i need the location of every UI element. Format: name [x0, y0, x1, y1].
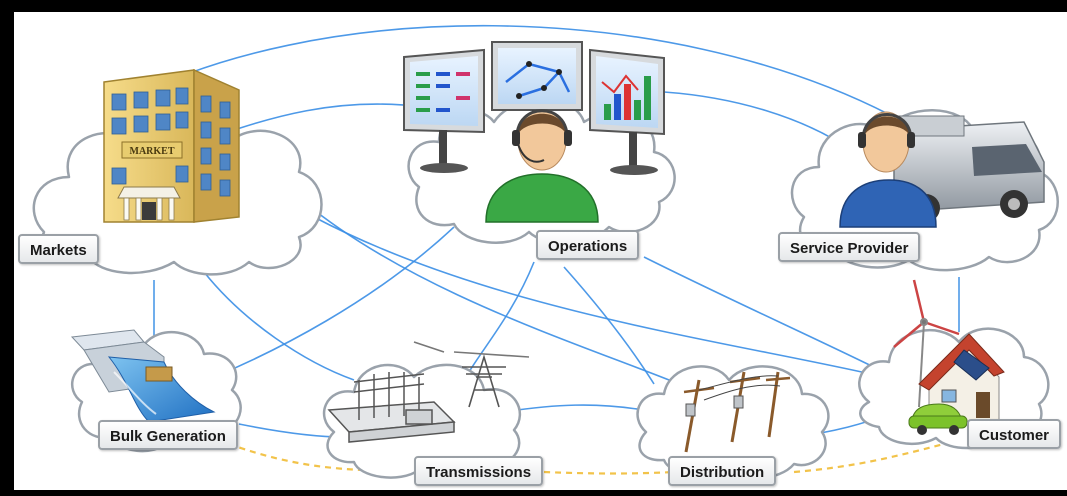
link-markets-transmissions: [203, 271, 355, 381]
wind-turbine-icon: [893, 279, 960, 408]
connection-lines: [113, 24, 960, 438]
link-markets-distribution: [303, 201, 675, 383]
link-operations-transmissions: [468, 261, 535, 373]
link-operations-customer: [643, 256, 895, 378]
link-operations-distribution: [563, 266, 655, 385]
link-operations-bulk: [213, 226, 455, 378]
hydro-dam-icon: [70, 329, 216, 423]
service-provider-label: Service Provider: [778, 232, 921, 262]
markets-building-icon: MARKET: [103, 68, 240, 223]
pole-transformers-icon: [685, 395, 744, 417]
operator-person-icon: [485, 109, 599, 223]
smart-grid-diagram: MARKET: [32, 24, 1059, 481]
dashed-distribution-customer: [793, 442, 945, 474]
electric-car-icon: [908, 403, 968, 435]
operations-label: Operations: [536, 230, 640, 260]
link-markets-customer: [313, 216, 885, 378]
dashed-links: [228, 442, 945, 475]
link-markets-service: [113, 24, 895, 118]
market-sign-text: MARKET: [130, 146, 175, 157]
dashed-transmissions-distribution: [543, 470, 675, 475]
dashed-bulk-transmissions: [228, 442, 415, 472]
service-technician-icon: [839, 111, 937, 228]
transmissions-label: Transmissions: [414, 456, 544, 486]
customer-house-icon: [918, 333, 1005, 425]
customer-label: Customer: [967, 419, 1062, 449]
service-truck-icon: [893, 115, 1045, 222]
distribution-label: Distribution: [668, 456, 777, 486]
substation-icon: [327, 372, 456, 443]
markets-label: Markets: [18, 234, 99, 264]
operations-monitors-icon: [403, 41, 665, 175]
diagram-frame: MARKET: [14, 12, 1067, 490]
bulk-generation-label: Bulk Generation: [98, 420, 238, 450]
transmission-tower-icon: [413, 341, 530, 408]
